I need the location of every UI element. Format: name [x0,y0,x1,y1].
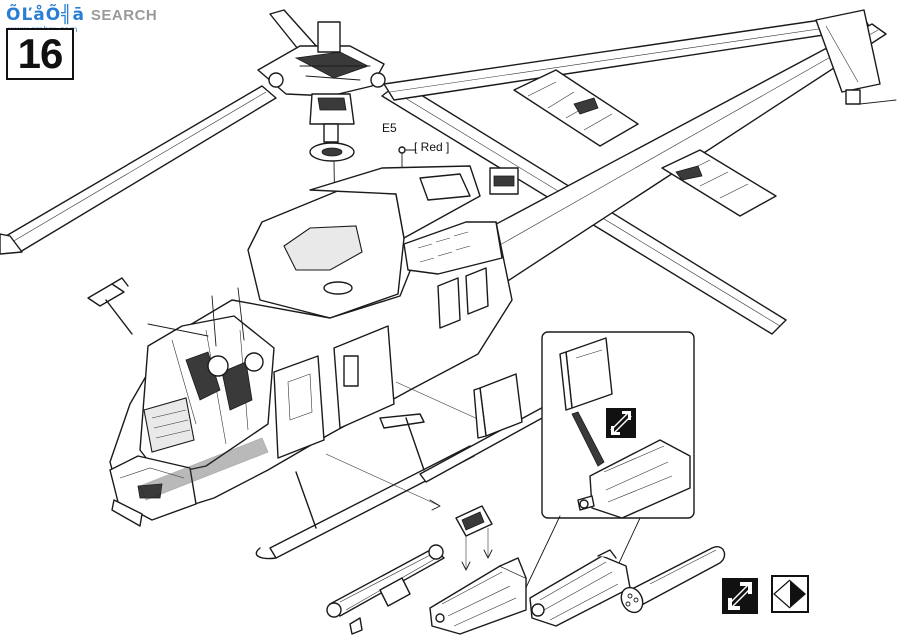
watermark: ÕĽåÕ╣ā SEARCH [6,4,157,26]
rocket-pod-assembly [529,549,631,627]
watermark-brand: SEARCH [90,6,158,24]
side-panel-part [473,373,523,439]
horizontal-stabilizer-left [513,69,639,147]
landing-skids [255,397,565,560]
fuselage [109,165,519,527]
main-rotor-blade-left [0,85,277,255]
step-number: 16 [17,30,64,77]
mirror-bracket [87,277,133,335]
fuel-tank-cylinder [620,546,726,614]
pylon-bracket [429,505,527,635]
part-label-e5: E5 [382,121,397,135]
paint-color-callout: [ Red ] [414,140,450,154]
option-diamond-icon [771,575,809,613]
alternate-parts-icon [722,578,758,614]
minigun-assembly [326,544,445,635]
horizontal-stabilizer-right [661,149,777,217]
step-number-box: 16 [6,28,74,80]
vertical-fin [815,9,897,105]
alternate-parts-icon-inset [606,408,636,438]
watermark-logo: ÕĽåÕ╣ā [6,5,85,25]
assembly-guide-lines [325,381,493,571]
